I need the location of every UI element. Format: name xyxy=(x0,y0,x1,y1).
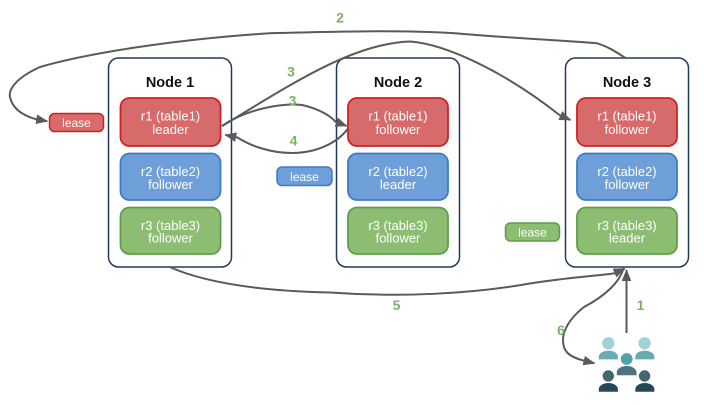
svg-text:1: 1 xyxy=(637,297,645,313)
svg-text:r1 (table1): r1 (table1) xyxy=(368,109,427,124)
svg-text:r2 (table2): r2 (table2) xyxy=(368,164,427,179)
svg-text:follower: follower xyxy=(376,122,421,137)
svg-text:4: 4 xyxy=(290,133,298,149)
svg-text:follower: follower xyxy=(376,230,421,245)
svg-text:r1 (table1): r1 (table1) xyxy=(597,109,656,124)
svg-text:Node 2: Node 2 xyxy=(374,75,422,91)
svg-text:leader: leader xyxy=(152,122,189,137)
svg-text:r3 (table3): r3 (table3) xyxy=(141,218,200,233)
svg-text:r2 (table2): r2 (table2) xyxy=(597,164,656,179)
svg-text:r1 (table1): r1 (table1) xyxy=(141,109,200,124)
svg-text:r2 (table2): r2 (table2) xyxy=(141,164,200,179)
svg-text:5: 5 xyxy=(393,297,401,313)
svg-text:follower: follower xyxy=(148,177,193,192)
svg-text:2: 2 xyxy=(336,10,344,26)
svg-text:follower: follower xyxy=(148,230,193,245)
svg-text:3: 3 xyxy=(287,64,295,80)
svg-text:leader: leader xyxy=(380,177,417,192)
svg-text:3: 3 xyxy=(289,93,297,109)
svg-text:follower: follower xyxy=(605,177,650,192)
svg-text:lease: lease xyxy=(62,116,91,130)
svg-text:lease: lease xyxy=(290,170,319,184)
svg-text:Node 3: Node 3 xyxy=(603,75,651,91)
svg-text:6: 6 xyxy=(557,322,565,338)
svg-text:r3 (table3): r3 (table3) xyxy=(368,218,427,233)
svg-text:leader: leader xyxy=(609,230,646,245)
svg-text:Node 1: Node 1 xyxy=(146,75,194,91)
svg-text:follower: follower xyxy=(605,122,650,137)
svg-text:lease: lease xyxy=(518,226,547,240)
svg-text:r3 (table3): r3 (table3) xyxy=(597,218,656,233)
